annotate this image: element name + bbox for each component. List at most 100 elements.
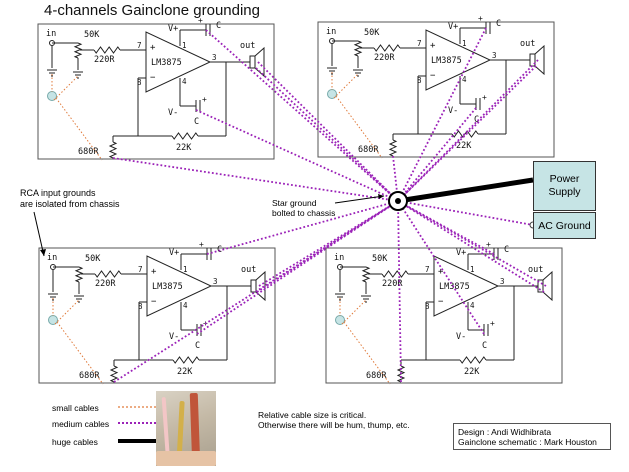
credits-design: Design : Andi Widhibrata: [458, 427, 552, 437]
ch1-vplus-label: V+: [168, 24, 178, 34]
ch2-pot-label: 50K: [364, 28, 380, 38]
ch2-in-label: in: [326, 27, 336, 37]
medium-cable-ch2-1: [397, 27, 487, 202]
ch4-pot-label: 50K: [372, 254, 388, 264]
rca-note: RCA input grounds are isolated from chas…: [20, 188, 120, 210]
ch3-r-gnd-label: 680R: [79, 371, 100, 381]
ch3-chip-label: LM3875: [152, 282, 183, 292]
power-supply-line-2: Supply: [548, 186, 581, 198]
ch4-cap-top-plus: +: [486, 240, 491, 249]
legend-huge-label: huge cables: [52, 437, 98, 447]
ch4-pin1: 1: [470, 265, 475, 274]
ch1-vminus-label: V-: [168, 108, 178, 118]
ch4-pin8: 8: [425, 302, 430, 311]
ch4-plus: +: [438, 267, 444, 277]
rca-note-line-2: are isolated from chassis: [20, 199, 120, 209]
ch2-plus: +: [430, 41, 436, 51]
ch4-minus: −: [438, 297, 444, 307]
ch4-speaker-cone: [542, 270, 553, 302]
ch3-pin8: 8: [138, 302, 143, 311]
ch1-speaker-body: [249, 55, 256, 69]
ch2-out-label: out: [520, 39, 535, 49]
ch4-chip-label: LM3875: [439, 282, 470, 292]
ch2-pin1: 1: [462, 39, 467, 48]
ch3-small-b: [56, 321, 104, 385]
ch1-r-fb: [171, 132, 199, 140]
ch2-cap-bot-plus: +: [482, 93, 487, 102]
ch1-chip-label: LM3875: [151, 58, 182, 68]
ch1-r-in-label: 220R: [94, 55, 115, 65]
ch1-r-in: [93, 46, 121, 54]
ch2-pin4: 4: [462, 75, 467, 84]
ch3-minus: −: [151, 297, 157, 307]
ch4-opamp: [433, 255, 500, 317]
medium-cable-ch4-3: [397, 200, 547, 287]
ch1-pot-label: 50K: [84, 30, 100, 40]
medium-cable-ch1-1: [205, 29, 399, 202]
ch3-pin4: 4: [183, 301, 188, 310]
ch4-cap-bot-plus: +: [490, 319, 495, 328]
ch1-pin7: 7: [137, 41, 142, 50]
ch2-r-in: [373, 44, 401, 52]
ch3-r-in: [94, 270, 122, 278]
ch4-pin7: 7: [425, 265, 430, 274]
ch1-minus: −: [150, 73, 156, 83]
ch3-vplus-label: V+: [169, 248, 179, 258]
ch1-pin3: 3: [212, 53, 217, 62]
star-ground-arrow-head: [378, 194, 384, 199]
credits-schematic: Gainclone schematic : Mark Houston: [458, 437, 597, 447]
huge-cable-power-supply: [397, 177, 534, 204]
ch3-out-label: out: [241, 265, 256, 275]
medium-cable-ch1-2: [195, 109, 399, 202]
star-ground-arrow: [334, 195, 385, 204]
star-ground-line-1: Star ground: [272, 198, 317, 208]
ch2-opamp: [425, 29, 492, 91]
ch3-r-fb-label: 22K: [177, 367, 193, 377]
ch4-out-label: out: [528, 265, 543, 275]
ch4-r-in: [381, 270, 409, 278]
ch4-vplus-label: V+: [456, 248, 466, 258]
ch4-small-b: [343, 321, 391, 385]
ch3-cap-bot-label: C: [195, 341, 200, 351]
ch2-cap-top-plus: +: [478, 14, 483, 23]
credits-box: Design : Andi Widhibrata Gainclone schem…: [453, 423, 611, 450]
ch2-r-in-label: 220R: [374, 53, 395, 63]
ch3-r-in-label: 220R: [95, 279, 116, 289]
star-ground-line-2: bolted to chassis: [272, 208, 336, 218]
ch3-pot: [74, 266, 84, 283]
ch2-minus: −: [430, 71, 436, 81]
power-supply-line-1: Power: [549, 173, 580, 185]
medium-cable-ch1-3: [257, 61, 399, 202]
legend-medium-label: medium cables: [52, 419, 110, 429]
ch1-cap-top-label: C: [216, 21, 221, 31]
rca-arrow: [33, 211, 45, 257]
ch3-opamp: [146, 255, 213, 317]
ch3-pot-label: 50K: [85, 254, 101, 264]
ch1-in-label: in: [46, 29, 56, 39]
cable-photo: [156, 391, 216, 466]
ch2-r-gnd-label: 680R: [358, 145, 379, 155]
medium-cable-ch3-1: [206, 200, 399, 255]
ch1-pin1: 1: [182, 41, 187, 50]
ch2-r-gnd: [388, 139, 398, 157]
ch3-pin1: 1: [183, 265, 188, 274]
ch3-vminus-label: V-: [169, 332, 179, 342]
ch4-pin4: 4: [470, 301, 475, 310]
ch2-pin7: 7: [417, 39, 422, 48]
ch2-chip-label: LM3875: [431, 56, 462, 66]
ch4-r-gnd-label: 680R: [366, 371, 387, 381]
ch1-r-gnd-label: 680R: [78, 147, 99, 157]
ch4-vminus-label: V-: [456, 332, 466, 342]
ch1-plus: +: [150, 43, 156, 53]
ch2-cap-top-label: C: [496, 19, 501, 29]
star-ground-label: Star ground bolted to chassis: [272, 198, 335, 218]
cable-size-note: Relative cable size is critical. Otherwi…: [258, 410, 410, 430]
rca-arrow-head: [40, 249, 46, 256]
ch3-speaker-body: [250, 279, 257, 293]
power-supply-box: Power Supply: [533, 161, 596, 211]
ch3-pin3: 3: [213, 277, 218, 286]
ch1-pin8: 8: [137, 78, 142, 87]
ch2-cap-bot-label: C: [474, 115, 479, 125]
ch2-r-fb-label: 22K: [456, 141, 472, 151]
